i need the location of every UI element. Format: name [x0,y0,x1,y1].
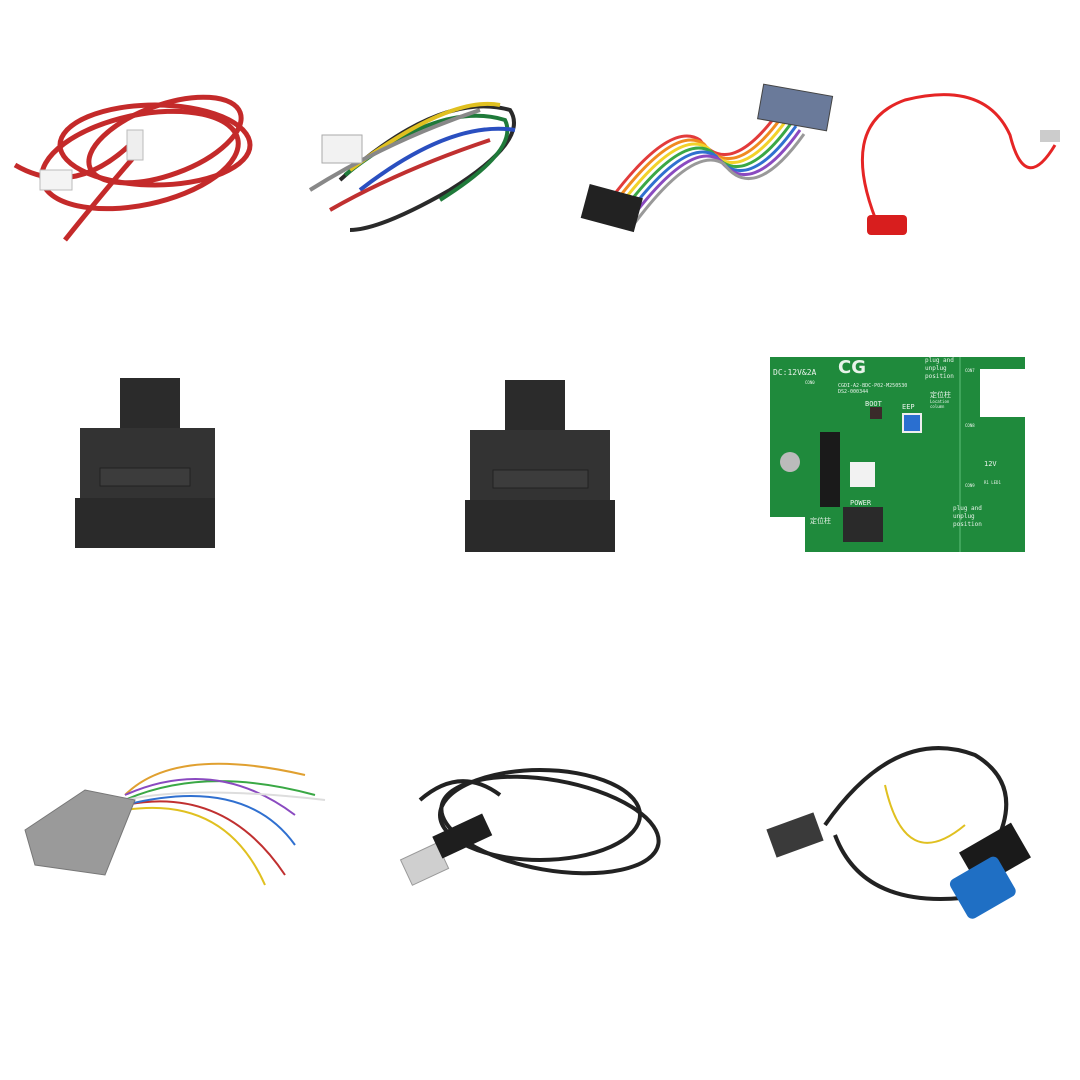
pcb-con-label: CON8 [965,423,975,428]
obd-cable-image [766,746,1031,919]
pcb-plug-label-top: plug and unplug position [925,357,954,380]
pcb-location-label-2: 定位柱 [810,517,831,525]
obd-adapter-1-image [75,378,215,548]
usb-mini-cable [399,755,665,886]
pcb-voltage-label: 12V [984,460,997,468]
obd-adapter-2 [465,380,615,552]
pcb-power-label: POWER [850,499,872,507]
pcb-location-label: 定位柱 [930,391,951,399]
db15-cable-image [24,762,326,886]
green-pcb-board: CG DC:12V&2A CGDI-A2-BDC-P02-M250530 DS2… [770,357,1030,552]
red-fuse-wire-image [861,93,1060,235]
pcb-eep-label: EEP [902,403,915,411]
multicolor-wire-harness-image [308,101,516,232]
obd-adapter-1 [75,378,215,548]
pcb-logo: CG [838,357,866,378]
pcb-model-code: CGDI-A2-BDC-P02-M250530 [838,383,908,389]
red-wire-harness-image [13,94,253,242]
pcb-con-label: CON0 [805,380,815,385]
usb-cable-image [399,768,661,886]
pcb-boot-label: BOOT [865,400,882,408]
pcb-plug-label-bottom: plug and unplug position [953,505,982,528]
pcb-board-image [770,357,1025,552]
db15-flying-lead-cable [24,755,326,890]
multicolor-wire-harness [300,80,530,250]
obd-main-cable [765,745,1045,930]
pcb-con-label: CON9 [965,483,975,488]
red-wire-harness [13,70,255,250]
pcb-con-label: CON7 [965,368,975,373]
pcb-led-label: R1 LED1 [984,480,1001,485]
pcb-location-sub: Location column [930,399,950,409]
rainbow-ribbon-db15-cable [580,80,840,250]
red-fuse-wire [845,85,1065,245]
pcb-serial: DS2-000344 [838,389,869,395]
pcb-power-rating: DC:12V&2A [773,368,817,377]
obd-adapter-2-image [465,380,615,552]
rainbow-ribbon-image [580,83,834,233]
